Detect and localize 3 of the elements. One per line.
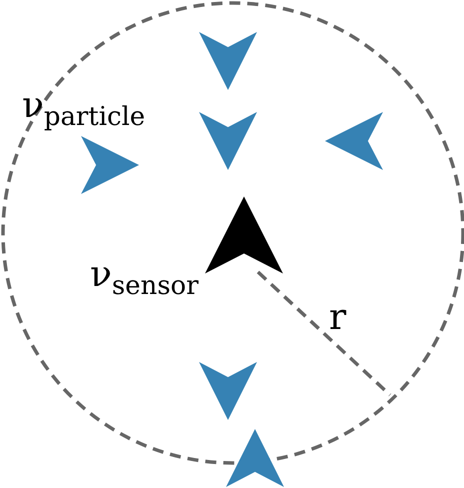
variable-label: ν$_{sensor}$ bbox=[90, 257, 198, 300]
variable-label: ν$_{particle}$ bbox=[22, 88, 146, 131]
variable-label: r bbox=[329, 300, 346, 336]
